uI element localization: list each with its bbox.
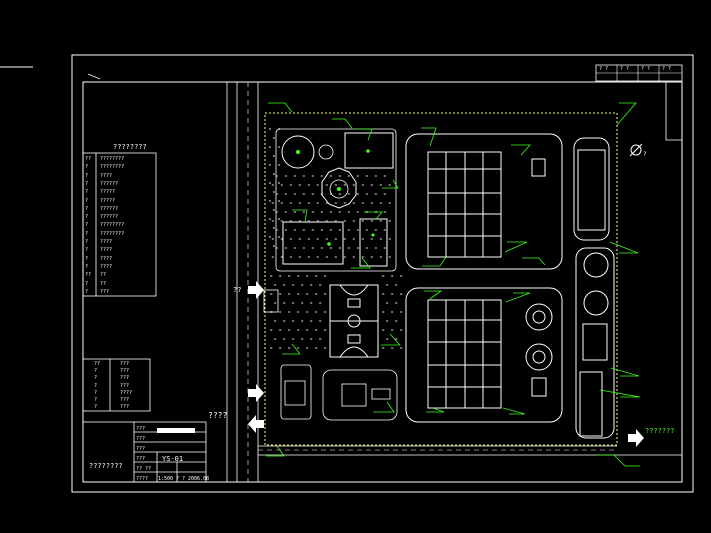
legend-row-id: ? bbox=[85, 180, 89, 187]
legend-row-id: ? bbox=[85, 280, 89, 287]
revision-cell-4: ? ? bbox=[662, 66, 672, 72]
legend-row-id: ? bbox=[85, 288, 89, 295]
legend-row-id: ? bbox=[85, 263, 89, 270]
pond-marker bbox=[327, 242, 331, 246]
title-block-scale: 1:500 bbox=[158, 476, 174, 482]
drawing-number: YS-01 bbox=[162, 455, 184, 463]
small-table-cell-a: ? bbox=[94, 404, 98, 411]
site-boundary bbox=[264, 112, 618, 446]
legend-row-text: ???????? bbox=[100, 230, 125, 237]
round-plaza-center bbox=[296, 150, 300, 154]
north-label: ? bbox=[643, 151, 647, 158]
small-table-cell-a: ? bbox=[94, 382, 98, 389]
title-block-date: 2006.08 bbox=[188, 476, 210, 482]
legend-table bbox=[82, 152, 157, 297]
title-block-r2: ??? bbox=[136, 436, 146, 442]
legend-row-id: ? bbox=[85, 255, 89, 262]
garden-pavilion bbox=[359, 218, 388, 267]
basketball-court bbox=[329, 284, 379, 358]
east-strip bbox=[573, 137, 615, 439]
legend-row-text: ???? bbox=[100, 239, 113, 245]
small-table-cell-a: ? bbox=[94, 397, 98, 403]
legend-row-text: ????? bbox=[100, 197, 116, 204]
legend-row-text: ???? bbox=[100, 255, 113, 262]
entry-label: ?? bbox=[233, 286, 242, 294]
legend-row-id: ?? bbox=[85, 272, 92, 279]
octagon-inner-ring bbox=[329, 179, 349, 199]
legend-row-id: ? bbox=[85, 214, 89, 221]
legend-row-text: ?? bbox=[100, 280, 107, 287]
right-label: ??????? bbox=[645, 427, 675, 435]
legend-row-text: ??? bbox=[100, 288, 110, 295]
building-block-south bbox=[405, 287, 563, 423]
title-block-r5: ?? ?? bbox=[136, 466, 152, 472]
small-table-cell-a: ? bbox=[94, 368, 98, 375]
small-table-cell-a: ? bbox=[94, 375, 98, 382]
revision-cell-2: ? ? bbox=[620, 66, 630, 72]
small-table-cell-b: ??? bbox=[120, 375, 130, 382]
legend-row-id: ? bbox=[85, 222, 89, 229]
entry-arrows bbox=[248, 281, 644, 447]
legend-row-id: ? bbox=[85, 164, 89, 171]
parking-and-gate bbox=[263, 289, 398, 421]
label-leaders bbox=[266, 102, 641, 467]
legend-row-text: ?????? bbox=[100, 180, 119, 187]
title-block-label: ???????? bbox=[89, 462, 123, 470]
octagon-pavilion bbox=[321, 167, 357, 209]
garden-pavilion-marker bbox=[371, 233, 375, 237]
planting-texture bbox=[268, 127, 403, 350]
legend-title: ???????? bbox=[113, 143, 147, 151]
legend-row-id: ? bbox=[85, 172, 89, 179]
octagon-center bbox=[337, 187, 341, 191]
north-arrow bbox=[629, 143, 643, 157]
legend-row-text: ???? bbox=[100, 172, 113, 179]
garden-building bbox=[344, 132, 394, 169]
legend-row-text: ???? bbox=[100, 247, 113, 254]
small-table-cell-b: ??? bbox=[120, 382, 130, 389]
legend-row-text: ????? bbox=[100, 189, 116, 196]
legend-row-id: ? bbox=[85, 230, 89, 237]
small-table-cell-b: ??? bbox=[120, 368, 130, 375]
revision-cell-1: ? ? bbox=[599, 66, 609, 72]
round-plaza bbox=[281, 135, 315, 169]
small-table-cell-b: ???? bbox=[120, 389, 133, 396]
title-block-r4: ??? bbox=[136, 456, 146, 462]
legend-row-id: ? bbox=[85, 247, 89, 254]
small-round-bed bbox=[318, 144, 334, 160]
legend-row-text: ???????? bbox=[100, 164, 125, 171]
small-table-cell-b: ??? bbox=[120, 404, 130, 411]
title-block-r3: ??? bbox=[136, 446, 146, 452]
small-table-cell-a: ?? bbox=[94, 361, 101, 367]
small-table-cell-a: ? bbox=[94, 389, 98, 396]
small-table-cell-b: ??? bbox=[120, 397, 130, 403]
title-block-r1: ??? bbox=[136, 426, 146, 432]
garden-building-marker bbox=[366, 149, 370, 153]
legend-row-text: ???? bbox=[100, 263, 113, 270]
corner-tick bbox=[87, 73, 101, 80]
legend-row-text: ???????? bbox=[100, 156, 125, 162]
title-block bbox=[82, 421, 207, 483]
revision-block bbox=[595, 64, 683, 141]
legend-row-id: ? bbox=[85, 197, 89, 204]
legend-row-text: ?????? bbox=[100, 214, 119, 221]
legend-row-id: ? bbox=[85, 239, 89, 245]
title-block-sheet: ? ? bbox=[176, 476, 186, 482]
revision-cell-3: ? ? bbox=[641, 66, 651, 72]
legend-row-id: ? bbox=[85, 189, 89, 196]
garden-pond bbox=[282, 221, 344, 265]
small-table-cell-b: ??? bbox=[120, 361, 130, 367]
legend-row-text: ???????? bbox=[100, 222, 125, 229]
title-block-r6: ???? bbox=[136, 476, 149, 482]
sheet-border-outer bbox=[71, 54, 694, 493]
bottom-note: ???? bbox=[208, 411, 228, 420]
legend-row-text: ?? bbox=[100, 272, 107, 279]
building-block-north bbox=[405, 133, 563, 270]
garden-landscape bbox=[275, 128, 397, 272]
legend-row-text: ?????? bbox=[100, 205, 119, 212]
legend-row-id: ? bbox=[85, 205, 89, 212]
small-table bbox=[82, 358, 151, 412]
legend-row-id: ?? bbox=[85, 156, 92, 162]
